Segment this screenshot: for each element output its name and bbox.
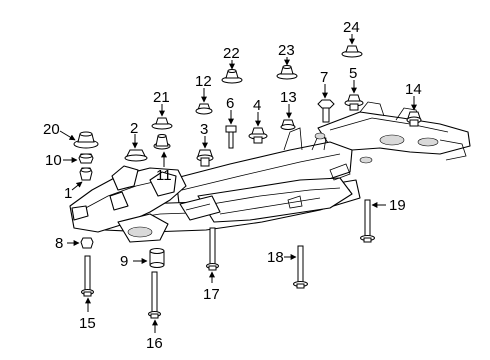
vehicle-frame xyxy=(69,101,471,243)
callout-15: 15 xyxy=(79,315,96,332)
callout-18: 18 xyxy=(267,249,284,266)
part-9-bushing xyxy=(149,248,165,268)
part-8-cushion xyxy=(80,237,94,249)
callout-6: 6 xyxy=(226,95,234,112)
part-20-washer xyxy=(73,131,99,149)
part-3-bolt xyxy=(196,149,214,167)
part-6-bolt xyxy=(225,125,237,149)
callout-2: 2 xyxy=(130,120,138,137)
callout-10: 10 xyxy=(45,152,62,169)
callout-4: 4 xyxy=(253,97,261,114)
part-12-washer xyxy=(195,103,213,115)
callout-13: 13 xyxy=(280,89,297,106)
part-18-bolt xyxy=(293,245,308,289)
callout-21: 21 xyxy=(153,89,170,106)
part-21-washer xyxy=(151,117,173,130)
callout-12: 12 xyxy=(195,73,212,90)
part-5-nut xyxy=(344,94,364,111)
callout-14: 14 xyxy=(405,81,422,98)
part-4-nut xyxy=(248,127,268,144)
part-15-bolt xyxy=(81,255,94,297)
callout-3: 3 xyxy=(200,121,208,138)
callout-23: 23 xyxy=(278,42,295,59)
callout-24: 24 xyxy=(343,19,360,36)
callout-20: 20 xyxy=(43,121,60,138)
callout-9: 9 xyxy=(120,253,128,270)
callout-8: 8 xyxy=(55,235,63,252)
part-17-bolt xyxy=(206,227,219,271)
part-23-washer xyxy=(276,65,298,80)
callout-16: 16 xyxy=(146,335,163,352)
part-19-bolt xyxy=(360,199,375,243)
part-7-bolt xyxy=(317,99,335,123)
callout-17: 17 xyxy=(203,286,220,303)
callout-7: 7 xyxy=(320,69,328,86)
part-16-bolt xyxy=(148,271,161,319)
callout-19: 19 xyxy=(389,197,406,214)
leader-lines xyxy=(59,34,417,333)
part-13-insulator xyxy=(280,119,296,130)
callout-22: 22 xyxy=(223,45,240,62)
callout-5: 5 xyxy=(349,65,357,82)
part-11-insulator xyxy=(153,134,171,150)
part-2-cushion xyxy=(124,149,148,162)
part-24-washer xyxy=(341,45,363,58)
callout-labels: 20 10 1 2 11 21 12 3 22 6 4 23 13 7 5 24… xyxy=(43,19,422,352)
part-10-cushion xyxy=(78,153,94,164)
part-22-washer xyxy=(221,69,243,84)
callout-11: 11 xyxy=(156,167,172,184)
callout-1: 1 xyxy=(64,185,72,202)
part-14-insulator xyxy=(406,111,422,127)
part-1-insulator xyxy=(79,167,93,181)
